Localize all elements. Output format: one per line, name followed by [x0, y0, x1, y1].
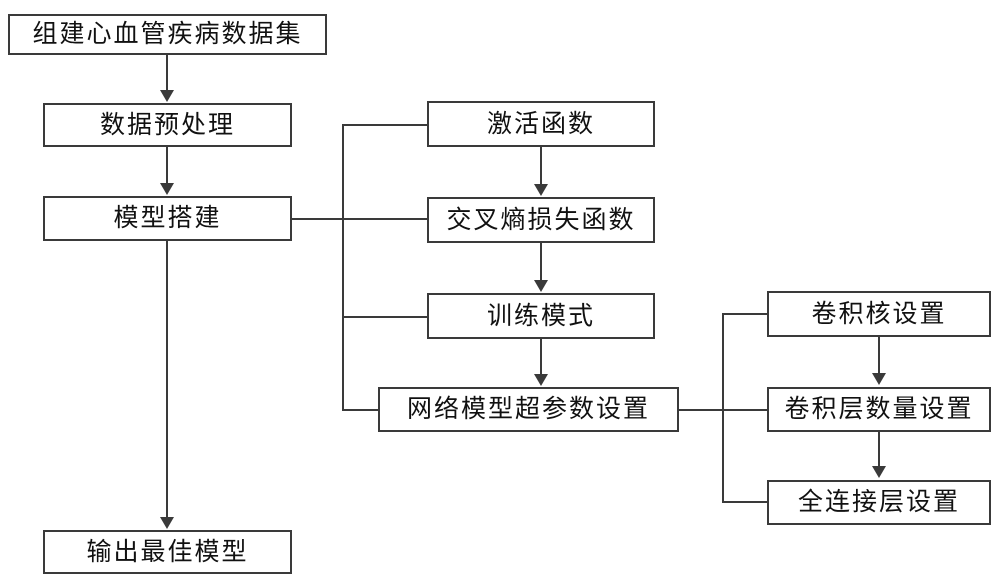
- edge-activation-to-celoss: [540, 147, 542, 186]
- node-training-mode[interactable]: 训练模式: [427, 293, 655, 339]
- edge-modelbuild-bracket-stem: [292, 218, 344, 220]
- edge-bracket-to-hyperparameters: [342, 409, 380, 411]
- node-cross-entropy-loss[interactable]: 交叉熵损失函数: [427, 197, 655, 243]
- node-model-build-label: 模型搭建: [113, 205, 222, 232]
- node-hyperparameter-settings[interactable]: 网络模型超参数设置: [378, 387, 679, 432]
- edge-bracket-to-cross-entropy-loss: [342, 218, 429, 220]
- node-training-mode-label: 训练模式: [486, 302, 595, 330]
- edge-trainmode-to-hyperparam: [540, 339, 542, 376]
- edge-hyperparam-bracket-stem: [679, 409, 769, 411]
- arrowhead-trainmode-to-hyperparam: [534, 374, 548, 386]
- edge-bracket-to-fc-layer: [722, 501, 769, 503]
- node-output-best-model[interactable]: 输出最佳模型: [43, 530, 292, 574]
- node-cross-entropy-loss-label: 交叉熵损失函数: [446, 206, 636, 234]
- node-fc-layer-settings-label: 全连接层设置: [797, 489, 960, 516]
- node-activation-function-label: 激活函数: [486, 110, 595, 138]
- edge-modelbuild-bracket-spine: [342, 124, 344, 411]
- edge-convlayers-to-fclayers: [878, 432, 880, 468]
- arrowhead-kernel-to-convlayers: [872, 373, 886, 385]
- node-conv-layer-count-settings-label: 卷积层数量设置: [784, 396, 974, 423]
- arrowhead-convlayers-to-fclayers: [872, 466, 886, 478]
- edge-bracket-to-training-mode: [342, 316, 429, 318]
- edge-celoss-to-trainmode: [540, 243, 542, 282]
- edge-hyperparam-bracket-spine: [722, 313, 724, 503]
- arrowhead-celoss-to-trainmode: [534, 280, 548, 292]
- node-dataset-label: 组建心血管疾病数据集: [32, 21, 303, 48]
- node-dataset[interactable]: 组建心血管疾病数据集: [8, 14, 327, 55]
- arrowhead-modelbuild-to-output: [160, 517, 174, 529]
- node-hyperparameter-settings-label: 网络模型超参数设置: [406, 396, 650, 423]
- node-model-build[interactable]: 模型搭建: [43, 196, 292, 241]
- edge-modelbuild-to-output: [166, 241, 168, 519]
- edge-bracket-to-activation: [342, 124, 429, 126]
- node-activation-function[interactable]: 激活函数: [427, 101, 655, 147]
- node-fc-layer-settings[interactable]: 全连接层设置: [767, 480, 991, 525]
- node-conv-kernel-settings[interactable]: 卷积核设置: [767, 291, 991, 337]
- node-conv-layer-count-settings[interactable]: 卷积层数量设置: [767, 387, 991, 432]
- edge-preprocess-to-modelbuild: [166, 147, 168, 185]
- arrowhead-dataset-to-preprocess: [160, 90, 174, 102]
- node-preprocess[interactable]: 数据预处理: [43, 103, 292, 147]
- node-conv-kernel-settings-label: 卷积核设置: [811, 300, 947, 328]
- arrowhead-preprocess-to-modelbuild: [160, 183, 174, 195]
- node-preprocess-label: 数据预处理: [99, 111, 235, 139]
- edge-kernel-to-convlayers: [878, 337, 880, 375]
- node-output-best-model-label: 输出最佳模型: [86, 538, 249, 566]
- edge-bracket-to-conv-kernel: [722, 313, 769, 315]
- arrowhead-activation-to-celoss: [534, 184, 548, 196]
- edge-dataset-to-preprocess: [166, 55, 168, 92]
